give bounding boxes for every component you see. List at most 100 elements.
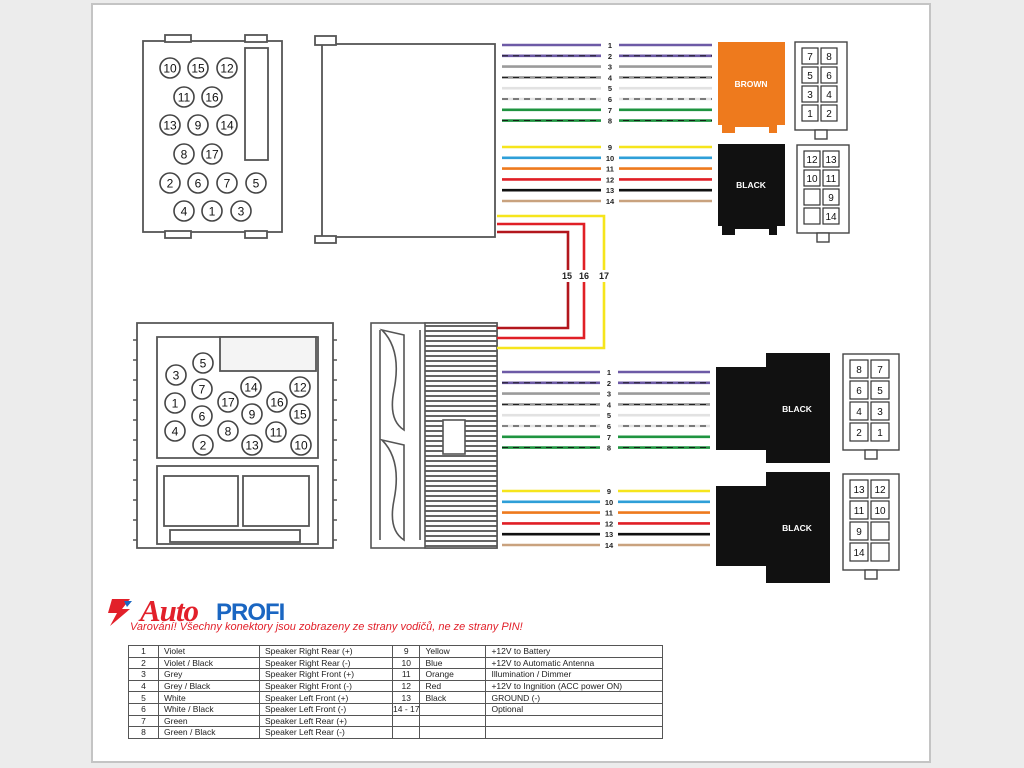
wire-label-gap (601, 197, 619, 205)
iso-pin-number: 14 (244, 381, 258, 395)
pin-cell (801, 66, 819, 84)
legend-cell: +12V to Automatic Antenna (485, 656, 664, 670)
legend-cell: Grey (158, 668, 260, 681)
pin-grid-latch (814, 129, 828, 140)
pin-cell-number: 5 (877, 386, 883, 397)
wire-label-gap (601, 73, 619, 82)
iso-pin-circle (173, 143, 195, 165)
pin-cell-number: 14 (853, 548, 865, 559)
iso-pin-number: 12 (293, 381, 307, 395)
pin-cell (849, 500, 869, 520)
iso-pin-circle (191, 378, 213, 400)
wire-label-gap (601, 186, 619, 195)
pin-cell-number: 7 (807, 52, 813, 63)
wire-label-gap (601, 41, 619, 49)
iso-pin-number: 17 (205, 148, 219, 162)
iso-pin-circle (289, 376, 311, 398)
pin-cell (849, 422, 869, 442)
iso-pin-circle (173, 200, 195, 222)
pin-cell-number: 1 (807, 109, 813, 120)
legend-cell: Speaker Right Front (-) (259, 679, 393, 693)
pin-cell (822, 169, 840, 187)
connector-label-black-top: BLACK (736, 180, 767, 190)
iso-pin-circle (173, 86, 195, 108)
iso-pin-circle (240, 376, 262, 398)
pin-cell (870, 380, 890, 400)
iso-pin-circle (201, 200, 223, 222)
iso-pin-circle (217, 391, 239, 413)
iso-pin-circle (201, 86, 223, 108)
iso-pin-number: 13 (245, 439, 259, 453)
iso-pin-number: 16 (205, 91, 219, 105)
wire-label-gap (601, 143, 619, 151)
pin-cell (870, 500, 890, 520)
iso-pin-number: 3 (173, 369, 180, 383)
pin-cell-number: 10 (874, 506, 886, 517)
pin-cell (803, 207, 821, 225)
pin-cell-number: 6 (826, 71, 832, 82)
connector-label-black-power: BLACK (782, 523, 813, 533)
wire-label-gap (600, 389, 618, 398)
iso-pin-circle (216, 57, 238, 79)
pin-cell-number: 9 (856, 527, 862, 538)
legend-cell: 3 (128, 668, 159, 681)
pin-cell (801, 85, 819, 103)
pin-cell-number: 4 (826, 90, 832, 101)
legend-cell: 1 (128, 645, 159, 658)
wire-number-label: 3 (607, 390, 611, 399)
pin-cell (849, 479, 869, 499)
extra-wires-15-17 (497, 214, 616, 350)
pin-cell-number: 13 (853, 485, 865, 496)
iso-pin-number: 15 (191, 62, 205, 76)
iso-pin-number: 2 (200, 439, 207, 453)
pin-cell-number: 3 (877, 407, 883, 418)
pin-cell-number: 10 (806, 174, 818, 185)
iso-pin-number: 5 (253, 177, 260, 191)
iso-pin-number: 11 (178, 91, 191, 105)
wire-number-label: 13 (606, 186, 614, 195)
pin-cell (849, 359, 869, 379)
wire-label-gap (600, 378, 618, 387)
iso-pin-circle (201, 143, 223, 165)
legend-cell: 7 (128, 714, 159, 728)
wire-number-label: 6 (608, 95, 612, 104)
pin-cell (870, 542, 890, 562)
legend-cell: Speaker Right Rear (+) (259, 645, 393, 658)
pin-cell-number: 13 (825, 155, 837, 166)
pin-cell-number: 8 (856, 365, 862, 376)
pin-cell (870, 359, 890, 379)
legend-cell (391, 726, 421, 739)
wire-label-gap (601, 175, 619, 184)
pin-cell (820, 85, 838, 103)
legend-cell: 9 (391, 645, 421, 658)
wire-label-15: 15 (562, 271, 572, 281)
legend-cell: Speaker Left Rear (+) (259, 714, 393, 728)
legend-cell: Speaker Right Rear (-) (259, 656, 393, 670)
legend-cell: 13 (391, 691, 421, 704)
pin-cell (822, 207, 840, 225)
iso-pin-number: 8 (181, 148, 188, 162)
iso-pin-number: 1 (209, 205, 216, 219)
pin-cell-number: 14 (825, 212, 837, 223)
iso-pin-circle (217, 420, 239, 442)
wire-number-label: 1 (608, 41, 612, 50)
pin-cell (870, 422, 890, 442)
wire-number-label: 10 (605, 498, 613, 507)
wire-label-gap (601, 105, 619, 114)
iso-pin-circle (187, 57, 209, 79)
wire-label-gap (600, 508, 618, 517)
iso-pin-number: 6 (195, 177, 202, 191)
wire-number-label: 7 (607, 433, 611, 442)
pin-cell (801, 47, 819, 65)
wire-number-label: 5 (607, 411, 611, 420)
iso-pin-number: 8 (225, 425, 232, 439)
legend-cell (485, 714, 664, 728)
iso-pin-number: 15 (293, 408, 307, 422)
iso-pin-circle (289, 403, 311, 425)
iso-pin-number: 16 (270, 396, 284, 410)
legend-cell (391, 714, 421, 728)
pin-cell (822, 188, 840, 206)
